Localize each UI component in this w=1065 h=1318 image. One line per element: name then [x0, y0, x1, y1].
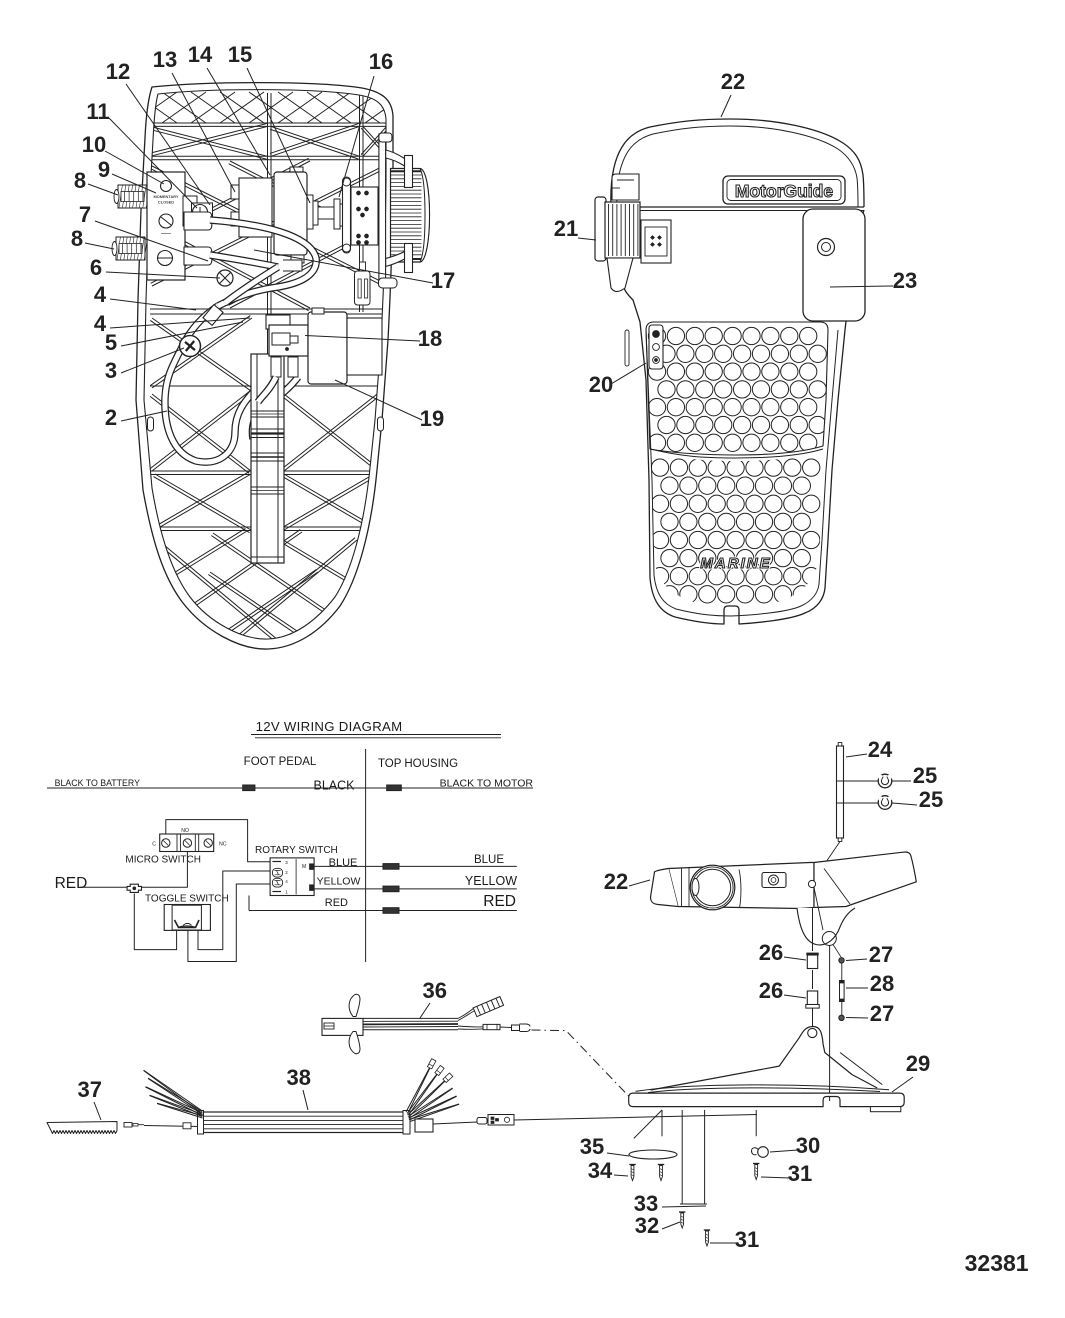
svg-text:3: 3	[285, 860, 288, 865]
svg-text:RED: RED	[55, 875, 88, 892]
svg-text:27: 27	[869, 942, 893, 967]
svg-text:7: 7	[79, 202, 91, 227]
svg-text:5: 5	[105, 330, 117, 355]
svg-text:TOP HOUSING: TOP HOUSING	[378, 758, 458, 770]
svg-text:35: 35	[580, 1134, 604, 1159]
svg-text:YELLOW: YELLOW	[317, 876, 361, 888]
svg-text:MICRO SWITCH: MICRO SWITCH	[125, 855, 201, 866]
svg-text:4: 4	[94, 282, 107, 307]
svg-text:22: 22	[721, 69, 745, 94]
svg-text:10: 10	[82, 132, 106, 157]
svg-text:FOOT PEDAL: FOOT PEDAL	[244, 756, 317, 768]
svg-text:38: 38	[287, 1065, 311, 1090]
svg-text:MotorGuide: MotorGuide	[735, 181, 833, 201]
svg-text:BLACK: BLACK	[314, 779, 356, 793]
svg-text:——: ——	[161, 231, 171, 237]
svg-text:M: M	[302, 864, 306, 870]
svg-text:22: 22	[604, 869, 628, 894]
svg-text:30: 30	[796, 1133, 820, 1158]
svg-text:24: 24	[868, 737, 893, 762]
svg-text:NC: NC	[219, 842, 227, 848]
svg-text:31: 31	[735, 1227, 759, 1252]
svg-text:12: 12	[106, 59, 130, 84]
svg-text:16: 16	[369, 49, 393, 74]
svg-text:C: C	[152, 842, 156, 848]
svg-text:1: 1	[285, 890, 288, 895]
svg-text:34: 34	[588, 1158, 613, 1183]
svg-text:19: 19	[420, 406, 444, 431]
svg-text:BLACK TO MOTOR: BLACK TO MOTOR	[440, 778, 534, 790]
svg-text:23: 23	[893, 268, 917, 293]
svg-text:18: 18	[418, 326, 442, 351]
svg-text:MARINE: MARINE	[700, 555, 771, 572]
svg-text:33: 33	[634, 1191, 658, 1216]
svg-text:4: 4	[285, 879, 288, 884]
svg-text:9: 9	[98, 157, 110, 182]
svg-text:NO: NO	[181, 828, 189, 834]
svg-text:27: 27	[870, 1001, 894, 1026]
svg-text:26: 26	[759, 940, 783, 965]
svg-text:28: 28	[870, 971, 894, 996]
svg-text:4: 4	[94, 311, 107, 336]
svg-text:12V WIRING DIAGRAM: 12V WIRING DIAGRAM	[256, 719, 403, 734]
svg-text:BLACK TO BATTERY: BLACK TO BATTERY	[55, 778, 141, 788]
svg-text:25: 25	[913, 763, 937, 788]
svg-text:CLOSED: CLOSED	[158, 200, 174, 205]
svg-text:6: 6	[90, 255, 102, 280]
svg-text:BLUE: BLUE	[474, 854, 504, 866]
svg-text:37: 37	[77, 1077, 101, 1102]
svg-text:2: 2	[105, 405, 117, 430]
svg-text:RED: RED	[483, 893, 516, 910]
svg-text:8: 8	[74, 168, 86, 193]
svg-text:13: 13	[153, 47, 177, 72]
svg-text:25: 25	[919, 787, 943, 812]
svg-text:31: 31	[788, 1161, 812, 1186]
svg-text:14: 14	[188, 42, 213, 67]
svg-text:ROTARY SWITCH: ROTARY SWITCH	[255, 845, 338, 856]
svg-text:15: 15	[228, 42, 252, 67]
svg-text:36: 36	[423, 978, 447, 1003]
svg-text:3: 3	[105, 358, 117, 383]
svg-text:YELLOW: YELLOW	[465, 874, 517, 888]
svg-text:RED: RED	[325, 897, 348, 909]
svg-text:20: 20	[589, 372, 613, 397]
svg-text:BLUE: BLUE	[329, 857, 358, 869]
svg-text:11: 11	[86, 99, 109, 124]
svg-text:8: 8	[71, 226, 83, 251]
svg-text:TOGGLE SWITCH: TOGGLE SWITCH	[145, 894, 229, 905]
svg-text:32381: 32381	[965, 1250, 1029, 1276]
svg-text:29: 29	[906, 1051, 930, 1076]
svg-text:17: 17	[431, 268, 455, 293]
svg-text:21: 21	[554, 216, 578, 241]
svg-text:26: 26	[759, 978, 783, 1003]
svg-text:MARINE: MARINE	[700, 555, 771, 572]
svg-text:2: 2	[285, 870, 288, 875]
svg-text:MOMENTARY: MOMENTARY	[153, 194, 178, 199]
svg-text:32: 32	[635, 1213, 659, 1238]
